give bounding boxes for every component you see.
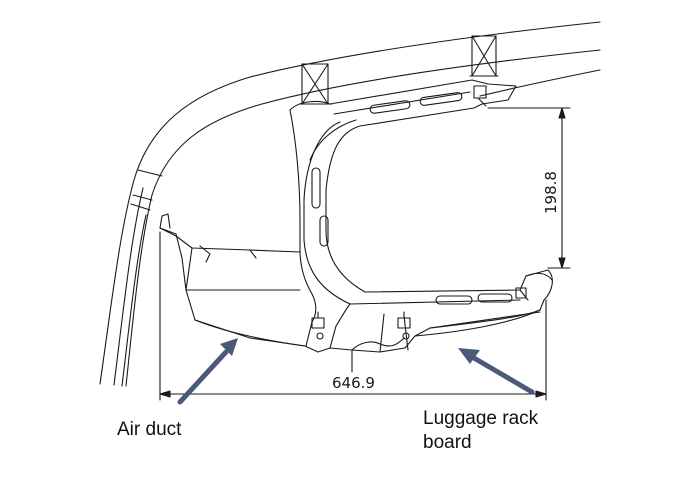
callout-arrow-air-duct: [177, 338, 238, 405]
label-luggage-rack-board: Luggage rack board: [423, 407, 623, 455]
dimension-height-value: 198.8: [542, 171, 560, 214]
car-body-shell: [99, 21, 601, 387]
roof-mount-block-left: [299, 63, 333, 105]
callout-arrow-luggage-rack: [458, 348, 535, 395]
air-duct-panel: [159, 213, 306, 347]
dimension-width-value: 646.9: [332, 374, 375, 392]
label-luggage-rack-line2: board: [423, 432, 472, 453]
luggage-rack-board: [414, 272, 553, 337]
frame-slots: [311, 92, 513, 305]
overhead-frame: [159, 79, 553, 353]
dimension-height: [487, 107, 571, 269]
fasteners: [311, 85, 527, 340]
label-luggage-rack-line1: Luggage rack: [423, 408, 539, 429]
label-air-duct: Air duct: [117, 419, 182, 440]
roof-mount-block-right: [469, 35, 499, 77]
dimension-width: [159, 231, 547, 401]
